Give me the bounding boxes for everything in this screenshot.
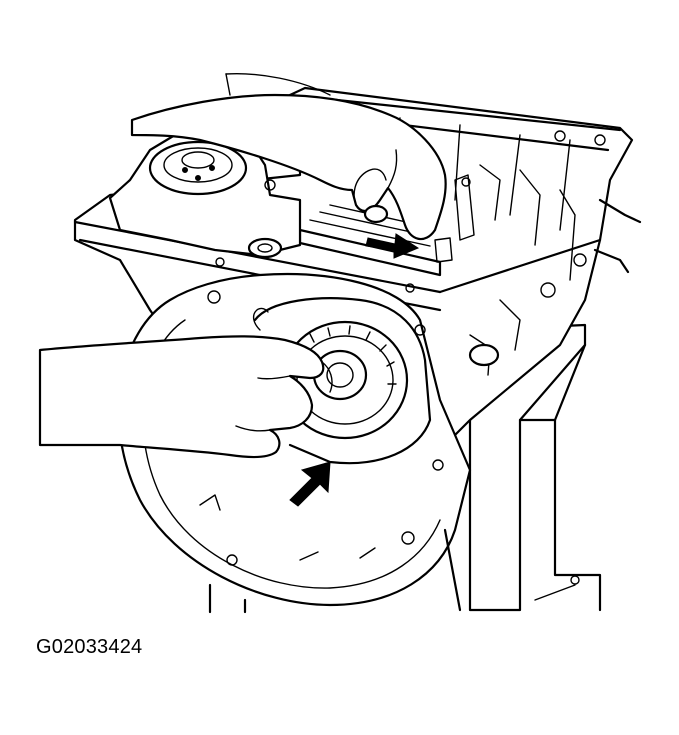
direction-arrow-upper <box>365 233 420 259</box>
direction-arrow-lower <box>289 461 331 507</box>
left-hand <box>38 335 333 459</box>
extension-housing <box>108 128 302 259</box>
transmission-illustration <box>38 73 642 614</box>
figure-code: G02033424 <box>36 636 143 658</box>
right-hand <box>130 73 447 241</box>
